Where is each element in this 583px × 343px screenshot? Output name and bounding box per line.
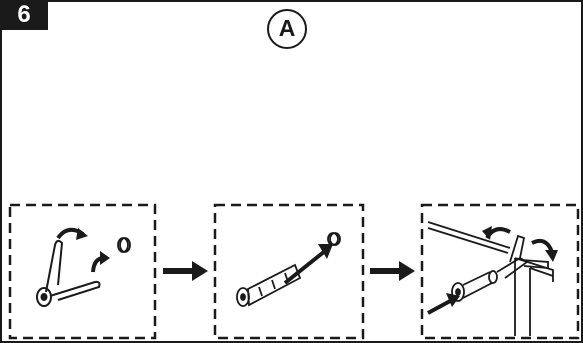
insert-arrow-icon bbox=[283, 249, 327, 285]
panel-1-border bbox=[8, 203, 157, 340]
spread-anchor-illustration bbox=[36, 239, 101, 307]
panel-2-border bbox=[213, 203, 365, 340]
curved-arrow-icon bbox=[531, 238, 554, 253]
arrow-head-icon bbox=[482, 226, 492, 240]
fixed-anchor-illustration bbox=[451, 234, 549, 302]
panel-3-border bbox=[420, 203, 580, 340]
arrow-head-icon bbox=[76, 228, 88, 240]
arrow-head-icon bbox=[100, 251, 110, 265]
cap-illustration bbox=[327, 232, 341, 246]
variant-label: A bbox=[267, 9, 307, 49]
next-step-arrow-icon bbox=[370, 261, 415, 281]
panel-2 bbox=[213, 203, 365, 340]
arrow-head-icon bbox=[318, 244, 333, 259]
push-arrow-icon bbox=[427, 298, 453, 315]
anchor-insert-illustration bbox=[236, 263, 302, 307]
panel-3 bbox=[420, 203, 580, 340]
arrow-head-icon bbox=[545, 250, 558, 262]
panel-1 bbox=[8, 203, 157, 340]
step-number-badge: 6 bbox=[0, 0, 48, 30]
cap-illustration bbox=[117, 237, 131, 253]
arrow-head-icon bbox=[446, 293, 460, 307]
next-step-arrow-icon bbox=[163, 261, 208, 281]
furniture-panel-illustration bbox=[427, 221, 554, 336]
